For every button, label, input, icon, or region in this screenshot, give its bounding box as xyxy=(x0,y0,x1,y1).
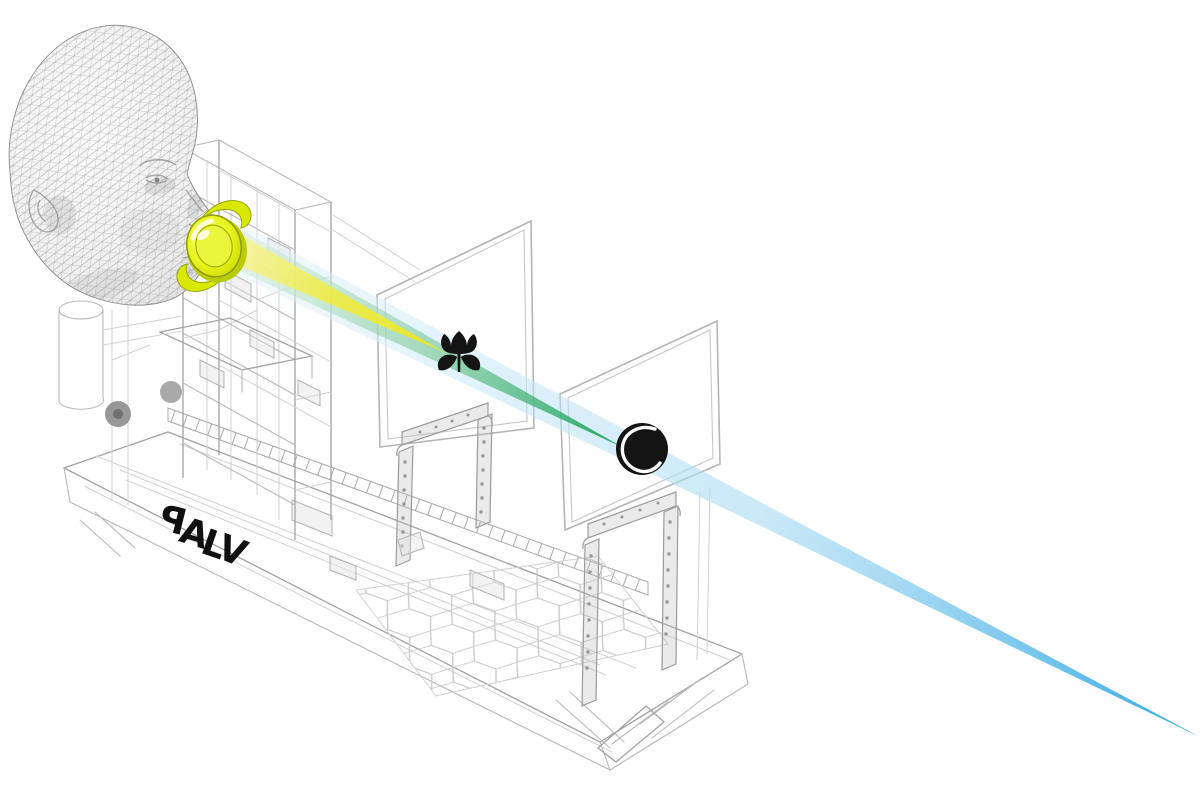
honeycomb-plate xyxy=(356,556,668,696)
far-focus-beam xyxy=(240,224,1200,737)
near-focus-beam xyxy=(240,234,444,352)
device-label: P A L V xyxy=(155,498,253,576)
wireframe-head-mesh xyxy=(8,24,212,306)
screen-1-mount xyxy=(395,402,493,567)
intermediate-focus-beam xyxy=(240,229,624,448)
mount-holes xyxy=(400,413,486,548)
intraocular-lens-icon xyxy=(176,200,252,292)
mount-holes xyxy=(585,501,672,670)
light-beams xyxy=(240,224,1200,737)
motor-knob xyxy=(160,381,182,403)
screen-2-mount xyxy=(581,486,711,707)
flower-macro-icon xyxy=(437,331,481,372)
tennis-ball-icon xyxy=(616,423,668,475)
